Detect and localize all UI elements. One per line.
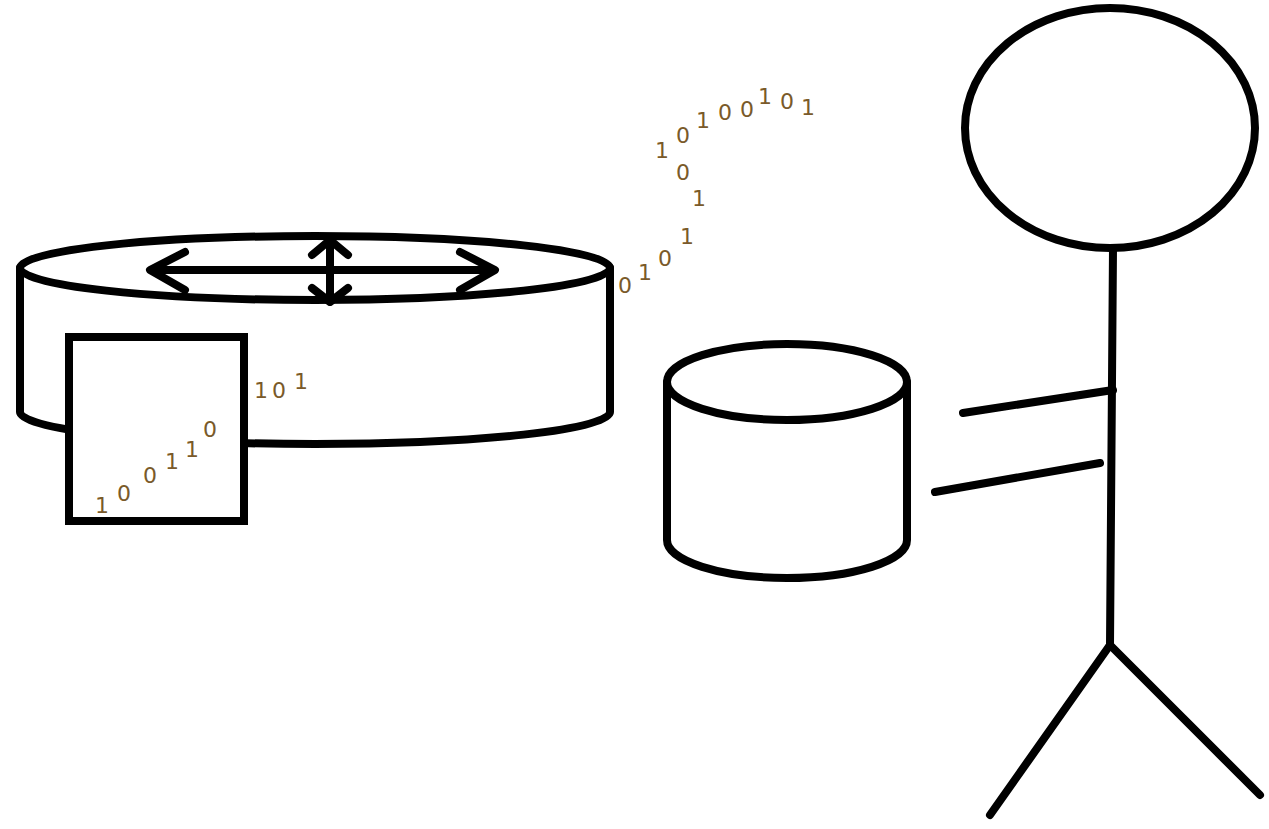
binary-digit: 0	[203, 419, 217, 441]
binary-digit: 1	[95, 495, 109, 517]
binary-digit: 1	[254, 380, 268, 402]
binary-digit: 0	[618, 275, 632, 297]
person-leg	[1110, 645, 1260, 795]
binary-digit: 0	[272, 380, 286, 402]
router-arrow	[326, 244, 334, 298]
binary-digit: 1	[692, 188, 706, 210]
binary-digit: 1	[696, 110, 710, 132]
binary-digit: 1	[680, 226, 694, 248]
person-arm	[935, 463, 1100, 492]
binary-digit: 1	[758, 86, 772, 108]
binary-digit: 0	[676, 125, 690, 147]
router-arrow	[160, 266, 485, 274]
person-head	[965, 8, 1255, 248]
person-arm	[963, 390, 1113, 413]
binary-digit: 1	[294, 371, 308, 393]
arrow-head	[312, 240, 348, 255]
person-body	[1110, 248, 1113, 645]
binary-digit: 0	[658, 248, 672, 270]
binary-digit: 0	[676, 162, 690, 184]
database-top	[667, 344, 907, 420]
binary-digit: 1	[185, 439, 199, 461]
binary-digit: 1	[165, 451, 179, 473]
binary-digit: 0	[718, 102, 732, 124]
binary-digit: 0	[780, 91, 794, 113]
binary-digit: 1	[801, 97, 815, 119]
binary-digit: 1	[655, 140, 669, 162]
arrow-head	[460, 252, 495, 290]
binary-digit: 0	[740, 99, 754, 121]
arrow-head	[312, 288, 348, 302]
arrow-head	[150, 252, 185, 290]
person-leg	[990, 645, 1110, 815]
binary-digit: 1	[638, 262, 652, 284]
binary-stream: 100110	[73, 341, 240, 517]
data-box: 100110	[65, 333, 248, 525]
binary-digit: 0	[143, 465, 157, 487]
binary-digit: 0	[117, 483, 131, 505]
